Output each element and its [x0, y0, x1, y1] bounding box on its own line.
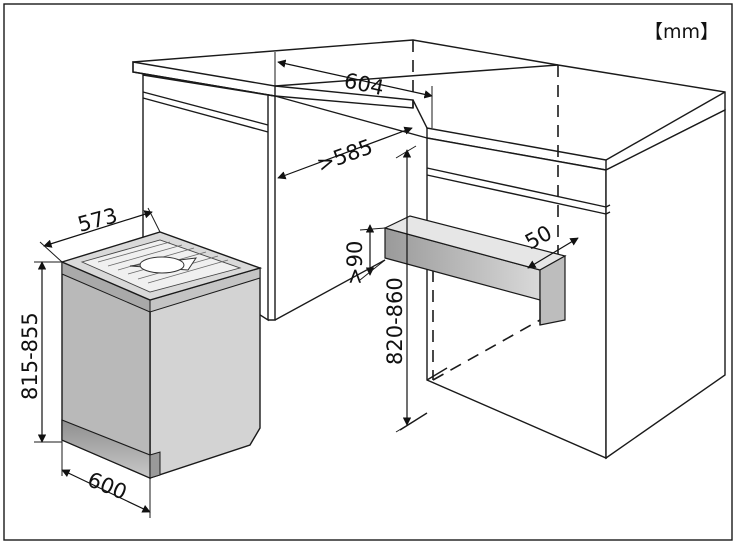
- dimension-lines: [34, 52, 579, 518]
- diagram-border: [3, 3, 733, 541]
- dishwasher: [59, 231, 263, 480]
- dimension-label-90: >90: [343, 241, 367, 285]
- kitchen-cabinets: [132, 39, 726, 460]
- dimension-label-573: 573: [75, 203, 120, 237]
- units-label: 【mm】: [644, 21, 719, 43]
- dimension-label-585: >585: [314, 134, 376, 176]
- dimension-label-600: 600: [84, 467, 130, 504]
- dimension-label-815-855: 815-855: [18, 312, 42, 400]
- dimension-label-820-860: 820-860: [383, 277, 407, 365]
- right-cabinet: [426, 137, 607, 460]
